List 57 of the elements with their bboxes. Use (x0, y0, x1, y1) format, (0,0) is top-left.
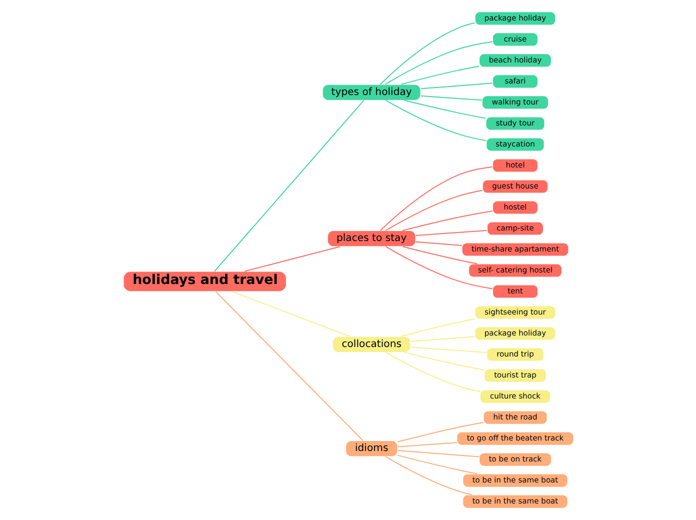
node-box: tent (492, 284, 538, 299)
node-box: round trip (486, 347, 544, 362)
node-box: sightseeing tour (474, 305, 556, 320)
node-box: guest house (482, 179, 548, 194)
node-box: culture shock (479, 389, 550, 404)
connector (400, 66, 479, 85)
connector (402, 210, 492, 232)
node-box: safari (492, 74, 538, 89)
node-box: walking tour (481, 95, 548, 110)
node-box: collocations (332, 336, 411, 353)
connector (402, 246, 477, 264)
connector (379, 22, 474, 85)
node-box: hit the road (482, 410, 548, 425)
connector (397, 450, 479, 458)
connector (244, 246, 340, 272)
node-box: time-share apartament (461, 242, 569, 257)
connector (400, 318, 474, 337)
node-box: study tour (484, 116, 545, 131)
connector (232, 291, 350, 337)
connector (404, 100, 486, 119)
connector (404, 352, 484, 370)
node-box: self- catering hostel (468, 263, 562, 278)
node-box: package holiday (474, 11, 556, 26)
node-box: camp-site (486, 221, 544, 236)
connector (384, 246, 492, 290)
connector (415, 230, 486, 236)
connector (384, 456, 472, 496)
node-box: package holiday (474, 326, 556, 341)
node-box: hotel (492, 158, 538, 173)
node-box: hostel (492, 200, 538, 215)
connector (410, 346, 486, 354)
connector (385, 100, 486, 142)
node-box: to be in the same boat (462, 473, 568, 488)
connector (420, 82, 492, 90)
node-box: to go off the beaten track (456, 431, 574, 446)
connector (214, 291, 363, 441)
connector (384, 41, 492, 85)
node-box: beach holiday (478, 53, 552, 68)
node-box: staycation (485, 137, 544, 152)
node-box: holidays and travel (122, 270, 286, 292)
node-box: cruise (492, 32, 538, 47)
connector (397, 454, 477, 474)
node-box: places to stay (326, 230, 416, 247)
node-box: to be in the same boat (462, 494, 568, 509)
connector (397, 422, 483, 442)
connector (384, 190, 482, 231)
connector (397, 442, 456, 448)
connector (410, 336, 474, 342)
connector (385, 352, 480, 392)
node-box: tourist trap (483, 368, 546, 383)
connector (420, 95, 482, 101)
connector (380, 166, 492, 231)
node-box: idioms (344, 440, 398, 457)
node-box: to be on track (478, 452, 552, 467)
connector (415, 241, 462, 246)
node-box: types of holiday (322, 84, 421, 101)
connector (214, 100, 364, 272)
